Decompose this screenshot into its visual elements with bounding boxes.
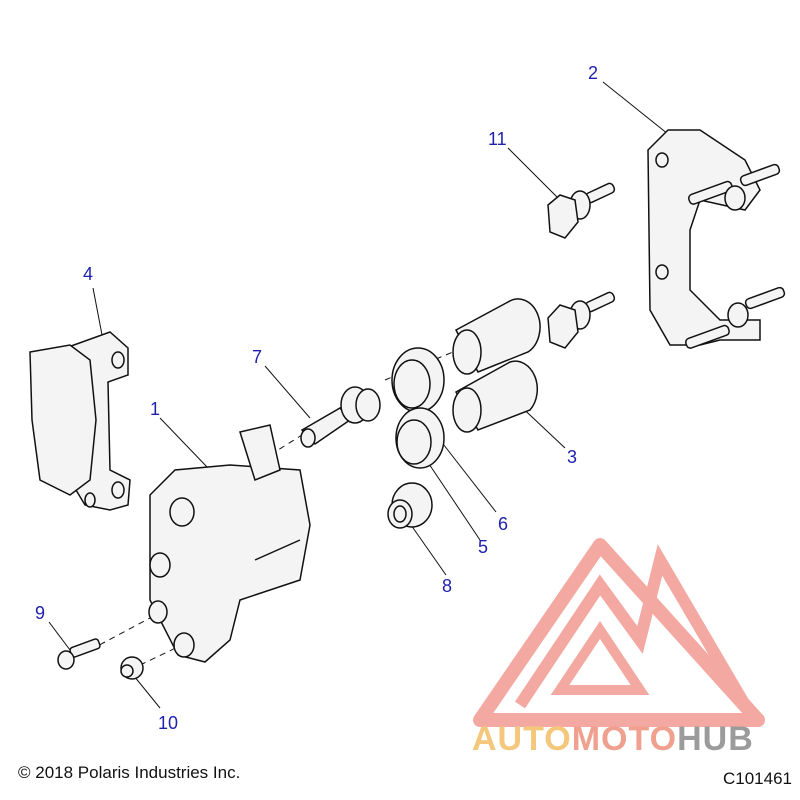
bleeder-screw (57, 638, 101, 670)
piston-lower (452, 360, 539, 433)
plug (120, 656, 144, 680)
brake-pads (29, 331, 131, 511)
callout-3: 3 (567, 447, 578, 467)
watermark-logo (473, 538, 765, 727)
callout-1: 1 (150, 399, 161, 419)
figure-id: C101461 (722, 769, 792, 788)
callout-2: 2 (588, 63, 599, 83)
callout-7: 7 (252, 347, 263, 367)
callout-10: 10 (158, 713, 179, 733)
caliper-body (148, 424, 311, 663)
mounting-bracket (647, 129, 786, 349)
callout-11: 11 (488, 129, 507, 149)
guide-pin (300, 386, 381, 448)
watermark-part-b: MOTO (571, 720, 678, 758)
pin-boot (387, 482, 433, 529)
piston-upper (452, 298, 541, 375)
callout-9: 9 (35, 603, 46, 623)
callout-4: 4 (83, 264, 94, 284)
callout-8: 8 (442, 576, 453, 596)
copyright-notice: © 2018 Polaris Industries Inc. (18, 763, 241, 782)
piston-seal-upper (391, 347, 445, 413)
watermark-part-a: AUTO (472, 720, 572, 758)
callout-6: 6 (498, 514, 509, 534)
bracket-bolt-upper (547, 182, 616, 239)
callout-5: 5 (478, 537, 489, 557)
leader-lines (48, 81, 669, 709)
piston-seal-lower (395, 407, 445, 469)
bracket-bolt-lower (547, 291, 616, 349)
watermark-text: AUTOMOTOHUB (472, 722, 754, 756)
watermark-part-c: HUB (677, 720, 754, 758)
